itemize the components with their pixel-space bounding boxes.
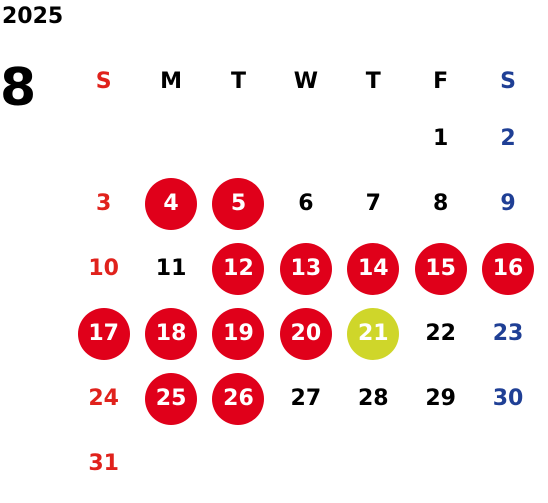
calendar-day[interactable]: 22 bbox=[425, 321, 456, 346]
calendar-cell: 19 bbox=[205, 301, 272, 366]
calendar-day[interactable]: 5 bbox=[212, 177, 265, 230]
calendar-week-row: 31 bbox=[70, 431, 542, 496]
calendar-day[interactable]: 26 bbox=[212, 372, 265, 425]
calendar-cell: 2 bbox=[474, 106, 541, 171]
calendar-cell: 12 bbox=[205, 236, 272, 301]
calendar-day[interactable]: 31 bbox=[88, 451, 119, 476]
calendar-cell bbox=[70, 106, 137, 171]
calendar-cell bbox=[474, 431, 541, 496]
calendar-cell: 7 bbox=[340, 171, 407, 236]
calendar-day[interactable]: 8 bbox=[432, 191, 449, 216]
calendar-cell: 9 bbox=[474, 171, 541, 236]
calendar-day[interactable]: 27 bbox=[290, 386, 322, 411]
weekday-label-thu: T bbox=[365, 68, 381, 94]
calendar-day[interactable]: 25 bbox=[145, 372, 198, 425]
calendar-cell bbox=[205, 106, 272, 171]
calendar-day[interactable]: 3 bbox=[96, 191, 112, 216]
calendar-day[interactable]: 18 bbox=[145, 307, 198, 360]
calendar-cell bbox=[272, 431, 339, 496]
calendar-week-row: 17 18 19 20 21 22 23 bbox=[70, 301, 542, 366]
calendar-day[interactable]: 13 bbox=[279, 242, 332, 295]
weekday-label-wed: W bbox=[293, 68, 318, 94]
calendar-cell: 4 bbox=[137, 171, 204, 236]
calendar-cell: 23 bbox=[474, 301, 541, 366]
calendar-day[interactable]: 4 bbox=[145, 177, 198, 230]
calendar-cell: 29 bbox=[407, 366, 474, 431]
calendar-day[interactable]: 30 bbox=[492, 386, 524, 411]
calendar-cell: 27 bbox=[272, 366, 339, 431]
calendar-cell: 26 bbox=[205, 366, 272, 431]
calendar-day[interactable]: 29 bbox=[425, 386, 456, 411]
calendar-cell: 21 bbox=[340, 301, 407, 366]
weekday-label-sat: S bbox=[500, 68, 516, 94]
calendar-day[interactable]: 17 bbox=[77, 307, 130, 360]
calendar-cell: 13 bbox=[272, 236, 339, 301]
calendar-cell: 17 bbox=[70, 301, 137, 366]
calendar-cell: 11 bbox=[137, 236, 204, 301]
calendar-cell bbox=[340, 431, 407, 496]
calendar-cell bbox=[137, 106, 204, 171]
calendar-cell bbox=[407, 431, 474, 496]
calendar-cell: 14 bbox=[340, 236, 407, 301]
calendar-day[interactable]: 6 bbox=[298, 191, 314, 216]
calendar-day[interactable]: 21 bbox=[347, 307, 400, 360]
calendar-day[interactable]: 19 bbox=[212, 307, 265, 360]
calendar-cell: 25 bbox=[137, 366, 204, 431]
calendar-cell bbox=[137, 431, 204, 496]
calendar-cell bbox=[340, 106, 407, 171]
calendar-week-row: 10 11 12 13 14 15 16 bbox=[70, 236, 542, 301]
weekday-label-fri: F bbox=[433, 68, 449, 94]
calendar-cell: 15 bbox=[407, 236, 474, 301]
weekday-header-row: S M T W T F S bbox=[70, 56, 542, 106]
calendar-cell bbox=[272, 106, 339, 171]
year-label: 2025 bbox=[2, 4, 64, 29]
calendar-day[interactable]: 23 bbox=[492, 321, 524, 346]
calendar-cell: 20 bbox=[272, 301, 339, 366]
calendar-day[interactable]: 7 bbox=[365, 191, 381, 216]
calendar-cell: 1 bbox=[407, 106, 474, 171]
calendar-day[interactable]: 1 bbox=[432, 126, 449, 151]
weekday-label-sun: S bbox=[95, 68, 112, 94]
calendar-day[interactable]: 14 bbox=[347, 242, 400, 295]
calendar-cell: 3 bbox=[70, 171, 137, 236]
calendar-day[interactable]: 12 bbox=[212, 242, 265, 295]
calendar-cell: 31 bbox=[70, 431, 137, 496]
calendar-day[interactable]: 28 bbox=[357, 386, 389, 411]
calendar-cell: 10 bbox=[70, 236, 137, 301]
month-number: 8 bbox=[0, 58, 37, 118]
calendar-day[interactable]: 24 bbox=[88, 386, 119, 411]
calendar-day[interactable]: 11 bbox=[155, 256, 187, 281]
calendar-day[interactable]: 16 bbox=[482, 242, 535, 295]
calendar-day[interactable]: 2 bbox=[500, 126, 516, 151]
calendar-cell: 16 bbox=[474, 236, 541, 301]
calendar-cell: 28 bbox=[340, 366, 407, 431]
calendar-day[interactable]: 20 bbox=[279, 307, 332, 360]
calendar-cell: 30 bbox=[474, 366, 541, 431]
calendar-day[interactable]: 15 bbox=[414, 242, 467, 295]
calendar-day[interactable]: 10 bbox=[88, 256, 119, 281]
calendar-cell: 24 bbox=[70, 366, 137, 431]
calendar-cell: 6 bbox=[272, 171, 339, 236]
calendar-cell: 8 bbox=[407, 171, 474, 236]
calendar-week-row: 24 25 26 27 28 29 30 bbox=[70, 366, 542, 431]
calendar-cell bbox=[205, 431, 272, 496]
weekday-label-mon: M bbox=[160, 68, 183, 94]
calendar-cell: 18 bbox=[137, 301, 204, 366]
calendar-day[interactable]: 9 bbox=[500, 191, 516, 216]
calendar-cell: 5 bbox=[205, 171, 272, 236]
weekday-label-tue: T bbox=[230, 68, 246, 94]
calendar-cell: 22 bbox=[407, 301, 474, 366]
